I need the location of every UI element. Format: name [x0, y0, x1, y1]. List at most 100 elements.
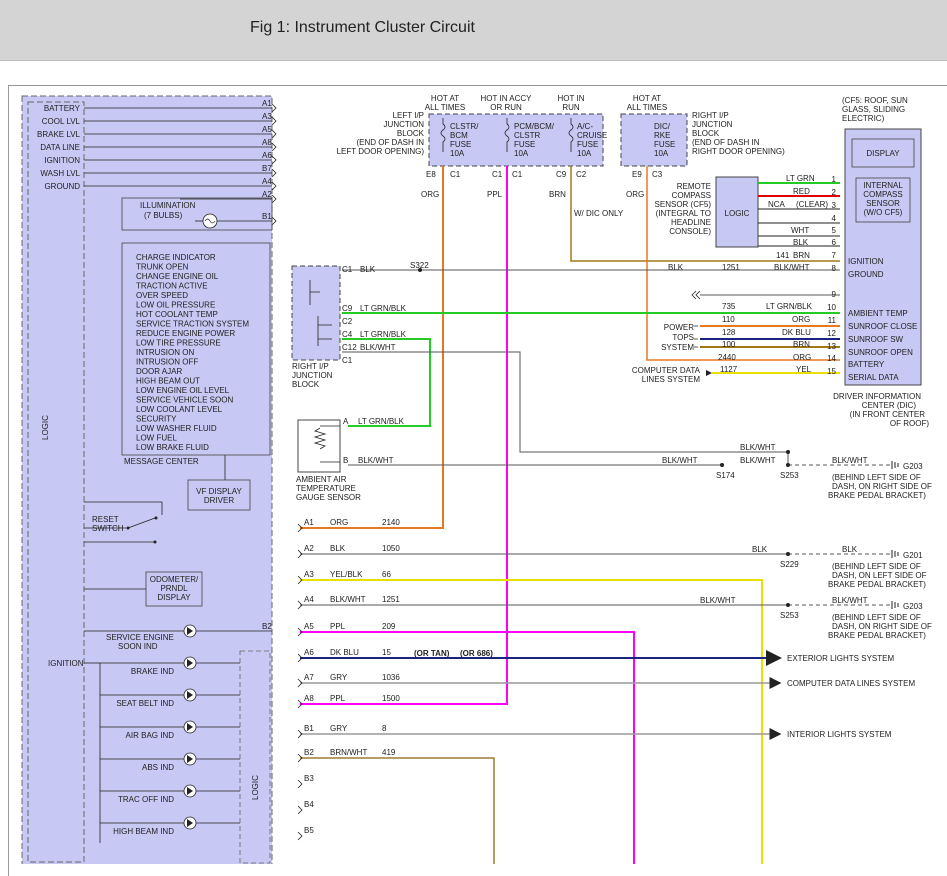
- illumination-box: [121, 197, 273, 231]
- svg-text:BLOCK: BLOCK: [397, 129, 425, 138]
- svg-text:S229: S229: [780, 560, 799, 569]
- svg-text:(END OF DASH IN: (END OF DASH IN: [356, 138, 424, 147]
- svg-text:TEMPERATURE: TEMPERATURE: [296, 484, 356, 493]
- wire-org-dic: [646, 166, 840, 361]
- connector-pin: A3: [304, 570, 314, 579]
- svg-text:FUSE: FUSE: [654, 140, 675, 149]
- connector-circuit-number: 8: [382, 724, 387, 733]
- connector-pin: A2: [304, 544, 314, 553]
- pin-label: A5: [262, 125, 272, 134]
- message-item: SERVICE VEHICLE SOON: [136, 396, 233, 405]
- svg-text:LT GRN/BLK: LT GRN/BLK: [360, 304, 407, 313]
- svg-text:2440: 2440: [718, 353, 736, 362]
- connector-wire-color: DK BLU: [330, 648, 359, 657]
- reset-switch-label: SWITCH: [92, 524, 124, 533]
- connector-circuit-number: 1050: [382, 544, 400, 553]
- fuse-header: ALL TIMES: [627, 103, 667, 112]
- fuse-header: HOT AT: [633, 94, 661, 103]
- svg-text:BRAKE PEDAL BRACKET): BRAKE PEDAL BRACKET): [828, 580, 926, 589]
- connector-wire-color: GRY: [330, 724, 348, 733]
- svg-text:C3: C3: [652, 170, 663, 179]
- switch-icon: [127, 517, 156, 529]
- svg-text:TOPS: TOPS: [672, 333, 694, 342]
- right-ip-wires: BLK LT GRN/BLK LT GRN/BLK BLK/WHT S322: [360, 261, 429, 352]
- svg-text:10A: 10A: [654, 149, 669, 158]
- dic-function-labels: IGNITION GROUND AMBIENT TEMP SUNROOF CLO…: [848, 257, 917, 382]
- connector-pin: A6: [304, 648, 314, 657]
- left-ip-fuse-block: [428, 113, 604, 167]
- connector-pin: B1: [304, 724, 314, 733]
- svg-text:1251: 1251: [722, 263, 740, 272]
- svg-text:(INTEGRAL TO: (INTEGRAL TO: [656, 209, 711, 218]
- svg-text:BRN: BRN: [793, 251, 810, 260]
- svg-text:LT GRN/BLK: LT GRN/BLK: [358, 417, 405, 426]
- fuse-header: HOT AT: [431, 94, 459, 103]
- connector-pin: A8: [304, 694, 314, 703]
- connector-wire-color: ORG: [330, 518, 348, 527]
- svg-text:735: 735: [722, 302, 736, 311]
- svg-text:RIGHT I/P: RIGHT I/P: [292, 362, 329, 371]
- svg-text:RED: RED: [793, 187, 810, 196]
- svg-text:BLK/WHT: BLK/WHT: [360, 343, 396, 352]
- svg-text:SERIAL DATA: SERIAL DATA: [848, 373, 899, 382]
- wire-ppl-a5: [300, 631, 635, 864]
- svg-text:BATTERY: BATTERY: [848, 360, 885, 369]
- svg-text:C2: C2: [342, 317, 353, 326]
- svg-text:RKE: RKE: [654, 131, 670, 140]
- svg-text:FUSE: FUSE: [450, 140, 471, 149]
- vf-display-label: DRIVER: [204, 496, 234, 505]
- message-item: LOW TIRE PRESSURE: [136, 339, 221, 348]
- svg-text:(BEHIND LEFT SIDE OF: (BEHIND LEFT SIDE OF: [832, 473, 921, 482]
- svg-text:BLK/WHT: BLK/WHT: [358, 456, 394, 465]
- connector-pin: B3: [304, 774, 314, 783]
- svg-text:B: B: [343, 456, 348, 465]
- svg-text:JUNCTION: JUNCTION: [692, 120, 733, 129]
- svg-text:DIC/: DIC/: [654, 122, 671, 131]
- svg-text:CLSTR/: CLSTR/: [450, 122, 479, 131]
- or-686-note: (OR 686): [460, 649, 493, 658]
- svg-text:PCM/BCM/: PCM/BCM/: [514, 122, 555, 131]
- svg-text:GROUND: GROUND: [848, 270, 884, 279]
- diagram-frame: [8, 85, 947, 876]
- indicator-label: SEAT BELT IND: [116, 699, 174, 708]
- svg-text:REMOTE: REMOTE: [677, 182, 711, 191]
- circuit-rows: BLK 1251 BLK/WHT 735 LT GRN/BLK 110 ORG …: [668, 263, 813, 374]
- svg-text:CONSOLE): CONSOLE): [669, 227, 711, 236]
- svg-text:CRUISE: CRUISE: [577, 131, 607, 140]
- thermistor-icon: [313, 427, 327, 450]
- message-item: LOW BRAKE FLUID: [136, 443, 209, 452]
- svg-text:GLASS, SLIDING: GLASS, SLIDING: [842, 105, 905, 114]
- message-item: HIGH BEAM OUT: [136, 377, 200, 386]
- vf-display-box: [187, 479, 251, 511]
- svg-text:C12: C12: [342, 343, 357, 352]
- svg-text:9: 9: [832, 290, 837, 299]
- fuse-wire-colors: ORG PPL BRN ORG: [421, 190, 644, 199]
- svg-text:5: 5: [832, 226, 837, 235]
- pin-label: A1: [262, 99, 272, 108]
- svg-text:SUNROOF CLOSE: SUNROOF CLOSE: [848, 322, 917, 331]
- svg-text:G203: G203: [903, 462, 923, 471]
- svg-text:14: 14: [827, 354, 836, 363]
- svg-text:CLSTR: CLSTR: [514, 131, 540, 140]
- message-item: LOW COOLANT LEVEL: [136, 405, 223, 414]
- pin-label: A4: [262, 177, 272, 186]
- svg-text:2: 2: [832, 188, 837, 197]
- svg-text:(CF5: ROOF, SUN: (CF5: ROOF, SUN: [842, 96, 908, 105]
- svg-text:DK BLU: DK BLU: [782, 328, 811, 337]
- svg-text:BCM: BCM: [450, 131, 468, 140]
- svg-text:NCA: NCA: [768, 200, 786, 209]
- svg-text:ORG: ORG: [421, 190, 439, 199]
- svg-text:(END OF DASH IN: (END OF DASH IN: [692, 138, 760, 147]
- svg-text:A/C-: A/C-: [577, 122, 593, 131]
- svg-text:SYSTEM: SYSTEM: [661, 343, 694, 352]
- svg-text:C9: C9: [342, 304, 353, 313]
- svg-text:E8: E8: [426, 170, 436, 179]
- ambient-labels: A B LT GRN/BLK BLK/WHT AMBIENT AIR TEMPE…: [296, 417, 405, 502]
- svg-text:DASH, ON LEFT SIDE OF: DASH, ON LEFT SIDE OF: [832, 571, 927, 580]
- svg-text:7: 7: [832, 251, 837, 260]
- service-engine-label: SOON IND: [118, 642, 158, 651]
- wire-brnwht-b2: [300, 757, 495, 864]
